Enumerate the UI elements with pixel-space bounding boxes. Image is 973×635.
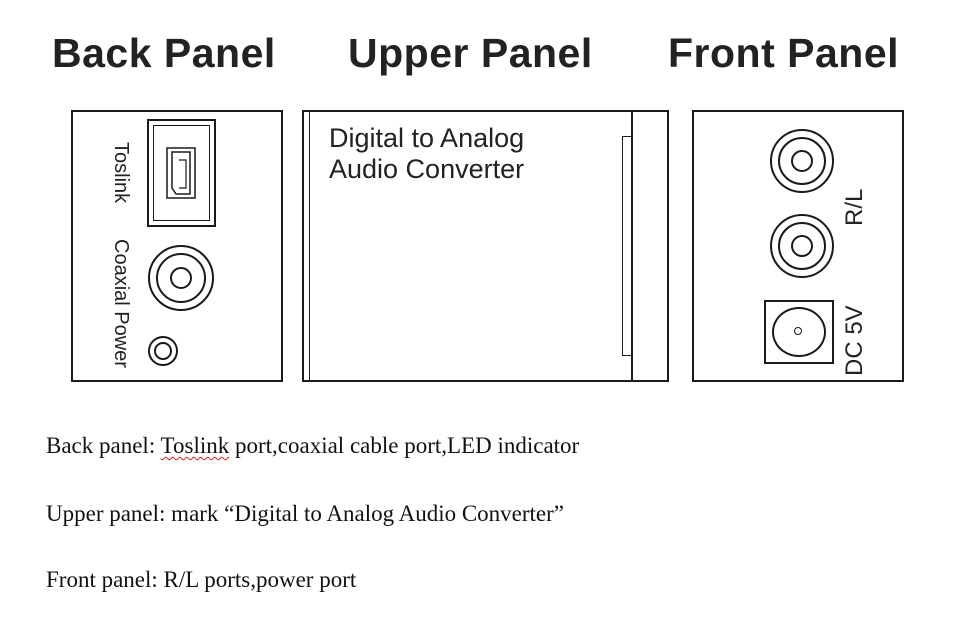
back-caption-rest: port,coaxial cable port,LED indicator	[229, 433, 580, 458]
upper-panel-right-divider	[631, 112, 633, 380]
dc-5v-label: DC 5V	[841, 305, 868, 376]
rl-port-lower	[770, 214, 834, 278]
coaxial-label-text: Coaxial	[110, 239, 132, 306]
rl-port-lower-center	[791, 235, 813, 257]
rl-port-upper-center	[791, 150, 813, 172]
upper-panel-mark-line2: Audio Converter	[329, 154, 525, 184]
rl-port-lower-ring	[778, 222, 826, 270]
back-caption-toslink: Toslink	[160, 433, 230, 458]
upper-panel-caption: Upper panel: mark “Digital to Analog Aud…	[46, 501, 565, 526]
power-label-text: Power	[110, 311, 132, 368]
back-panel-box: Toslink Coaxial Power	[71, 110, 283, 382]
front-panel-box: R/L DC 5V	[692, 110, 904, 382]
upper-panel-slot	[622, 136, 631, 356]
dc-power-port-ring	[772, 307, 826, 357]
rl-label: R/L	[841, 188, 868, 226]
upper-panel-box: Digital to Analog Audio Converter	[302, 110, 669, 382]
back-caption-prefix: Back panel:	[46, 433, 161, 458]
rl-port-upper	[770, 129, 834, 193]
dc-power-port	[764, 300, 834, 364]
led-indicator-center	[154, 342, 172, 360]
coaxial-port	[148, 245, 214, 311]
toslink-label: Toslink	[110, 142, 132, 204]
toslink-port-inner	[153, 125, 210, 221]
coaxial-power-label: Coaxial Power	[109, 239, 132, 368]
led-indicator	[148, 336, 178, 366]
toslink-socket-icon	[166, 147, 196, 199]
front-panel-title: Front Panel	[668, 30, 900, 76]
toslink-port	[147, 119, 216, 227]
dc-power-port-pin	[794, 327, 802, 335]
upper-panel-title: Upper Panel	[348, 30, 593, 76]
coaxial-port-center	[170, 267, 192, 289]
coaxial-port-ring	[156, 253, 206, 303]
back-panel-caption: Back panel: Toslink port,coaxial cable p…	[46, 433, 579, 459]
front-panel-caption: Front panel: R/L ports,power port	[46, 567, 357, 592]
upper-panel-left-edge	[309, 112, 310, 380]
upper-panel-mark-line1: Digital to Analog	[329, 123, 525, 153]
back-panel-title: Back Panel	[52, 30, 276, 76]
rl-port-upper-ring	[778, 137, 826, 185]
